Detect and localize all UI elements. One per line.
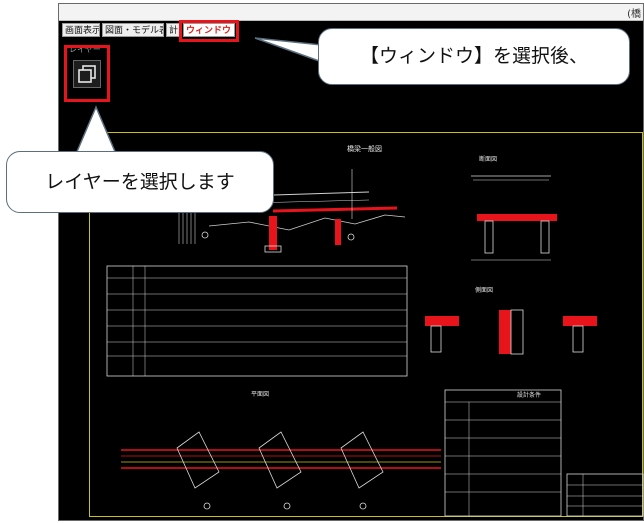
general-drawing-title: 橋梁一般図 xyxy=(347,144,382,153)
section-drawing-title: 断面図 xyxy=(479,155,497,163)
layer-button[interactable] xyxy=(73,60,101,88)
elevation-drawing-title: 側面図 xyxy=(475,286,493,294)
cross-section-drawing xyxy=(471,175,557,261)
tab-window-highlight xyxy=(179,20,239,42)
title-block xyxy=(566,473,644,517)
layer-button-highlight xyxy=(64,45,110,102)
instruction-callout-select-layer: レイヤーを選択します xyxy=(6,151,274,213)
design-conditions-table xyxy=(444,389,562,517)
instruction-callout-select-window: 【ウィンドウ】を選択後、 xyxy=(318,28,630,85)
quantity-table xyxy=(106,265,408,377)
pier-elevation-drawings xyxy=(425,309,597,355)
layers-icon xyxy=(78,65,96,83)
title-bar: (橋 xyxy=(59,4,643,21)
tab-screen-display[interactable]: 画面表示 xyxy=(62,23,100,37)
cad-drawing-canvas: 橋梁一般図 断面図 平面図 側面図 設計条件 xyxy=(106,144,644,517)
tab-window[interactable]: ウィンドウ xyxy=(183,23,235,37)
menu-tab-bar: 画面表示 図面・モデル表示 計 ウィンドウ xyxy=(59,20,643,40)
plan-view-drawing xyxy=(121,431,441,510)
drawing-sheet-frame xyxy=(89,132,643,517)
window-title: (橋 xyxy=(627,9,641,20)
tab-drawing-model-display[interactable]: 図面・モデル表示 xyxy=(102,23,164,37)
plan-drawing-title: 平面図 xyxy=(251,391,269,398)
cad-application-window: (橋 画面表示 図面・モデル表示 計 ウィンドウ レイヤー 橋梁一般図 断面図 … xyxy=(58,3,644,521)
design-conditions-title: 設計条件 xyxy=(517,391,541,399)
layer-panel-label: レイヤー xyxy=(69,45,101,54)
